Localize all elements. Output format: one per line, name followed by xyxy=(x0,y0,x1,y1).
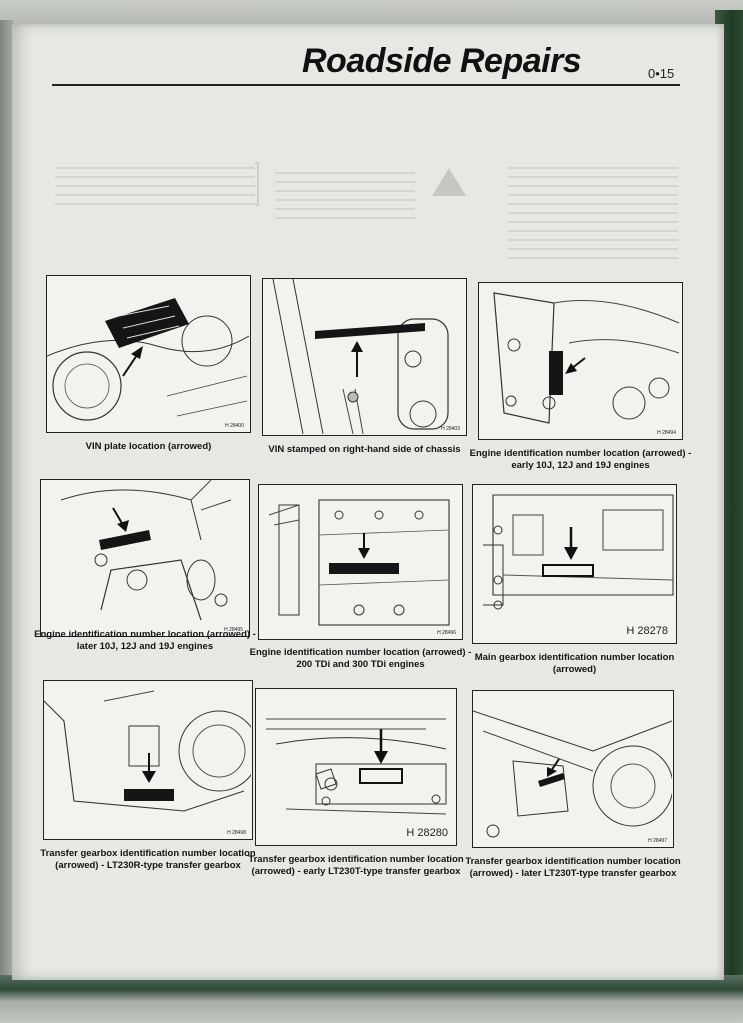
figure-caption: Transfer gearbox identification number l… xyxy=(245,854,467,878)
bleed-through-text xyxy=(275,165,415,220)
book-bottom-edge xyxy=(0,975,743,1023)
chassis-illustration: H 28403 xyxy=(262,278,467,436)
gearbox-illustration: H 28278 xyxy=(472,484,677,644)
figure-caption: Main gearbox identification number locat… xyxy=(462,652,687,676)
engine-block-illustration: H 28496 xyxy=(258,484,463,640)
figure-caption: Transfer gearbox identification number l… xyxy=(33,848,263,872)
bleed-through-warning-icon xyxy=(432,168,466,196)
figure-caption: Engine identification number location (a… xyxy=(30,629,260,653)
figure-reference: H 28498 xyxy=(227,830,246,836)
bleed-through-heading xyxy=(512,132,518,158)
bleed-through-text xyxy=(508,160,678,260)
figure-reference: H 28403 xyxy=(441,426,460,432)
scan-background-top xyxy=(0,0,743,26)
page-title: Roadside Repairs xyxy=(302,42,581,81)
figure-caption: Engine identification number location (a… xyxy=(468,448,693,472)
figure-reference: H 28278 xyxy=(626,625,668,637)
transfer-gearbox-illustration: H 28498 xyxy=(43,680,253,840)
page-number: 0•15 xyxy=(648,66,674,81)
engine-block-illustration: H 28494 xyxy=(478,282,683,440)
figure-reference: H 28400 xyxy=(225,423,244,429)
figure-reference: H 28496 xyxy=(437,630,456,636)
figure-caption: VIN stamped on right-hand side of chassi… xyxy=(252,444,477,456)
figure-caption: Transfer gearbox identification number l… xyxy=(462,856,684,880)
vin-plate-illustration: H 28400 xyxy=(46,275,251,433)
figure-reference: H 28497 xyxy=(648,838,667,844)
transfer-gearbox-illustration: H 28280 xyxy=(255,688,457,846)
figure-reference: H 28494 xyxy=(657,430,676,436)
transfer-gearbox-illustration: H 28497 xyxy=(472,690,674,848)
figure-reference: H 28280 xyxy=(406,827,448,839)
bleed-through-text xyxy=(55,160,255,210)
figure-caption: VIN plate location (arrowed) xyxy=(36,441,261,453)
engine-block-illustration: H 28495 xyxy=(40,479,250,637)
header-rule xyxy=(52,84,680,86)
figure-caption: Engine identification number location (a… xyxy=(248,647,473,671)
